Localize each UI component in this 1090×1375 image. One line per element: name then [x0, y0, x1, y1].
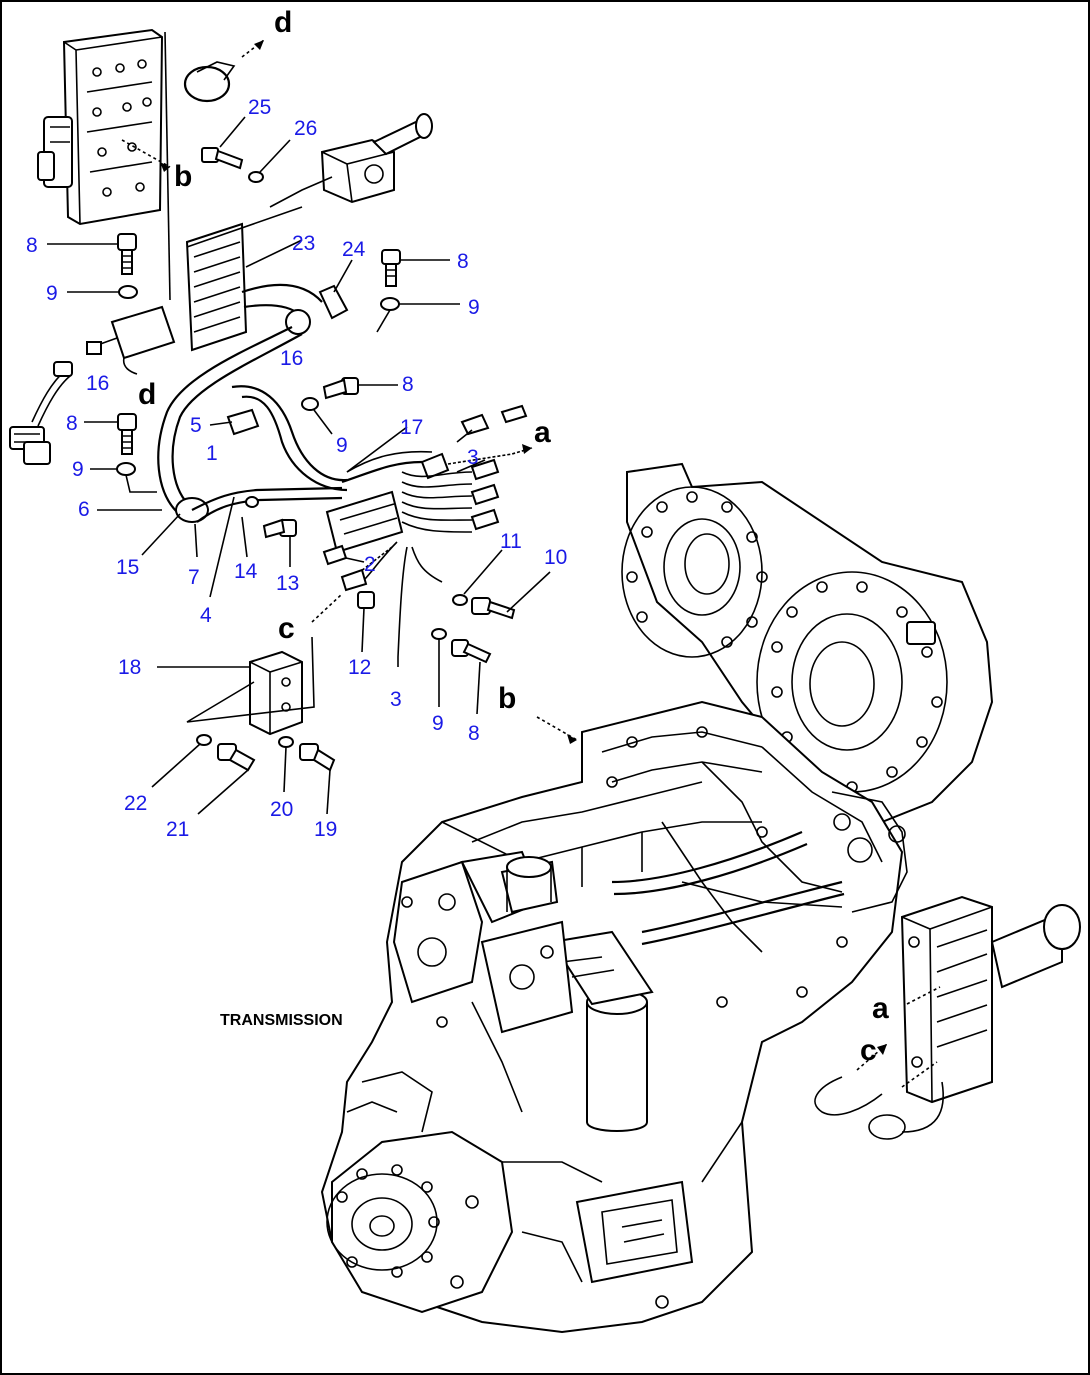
- callout-19: 19: [314, 818, 337, 841]
- callout-5: 5: [190, 414, 202, 437]
- clamp: [183, 39, 265, 103]
- washer: [90, 462, 157, 493]
- callout-3: 3: [467, 446, 479, 469]
- callout-18: 18: [118, 656, 141, 679]
- reference-letters: d b d a c b a c: [138, 6, 889, 1067]
- callout-17: 17: [400, 416, 423, 439]
- leader-line: [194, 523, 198, 558]
- washer: [248, 139, 291, 183]
- callout-15: 15: [116, 556, 139, 579]
- reference-a: a: [872, 992, 889, 1025]
- reference-d: d: [138, 378, 156, 411]
- bolt: [357, 591, 375, 653]
- callout-24: 24: [342, 238, 366, 261]
- washer: [151, 734, 212, 788]
- callout-3: 3: [390, 688, 402, 711]
- callout-7: 7: [188, 566, 200, 589]
- wiring-bundle: [325, 404, 533, 658]
- callout-8: 8: [468, 722, 480, 745]
- callout-25: 25: [248, 96, 271, 119]
- reference-c: c: [278, 612, 295, 645]
- washer: [452, 549, 503, 606]
- callout-8: 8: [402, 373, 414, 396]
- callout-23: 23: [292, 232, 315, 255]
- callout-9: 9: [46, 282, 58, 305]
- fitting-cluster: [86, 305, 176, 375]
- callout-2: 2: [364, 553, 376, 576]
- diagram-caption: TRANSMISSION: [220, 1012, 343, 1029]
- bolt: [381, 249, 450, 287]
- callout-8: 8: [26, 234, 38, 257]
- callout-8: 8: [66, 412, 78, 435]
- plug: [318, 259, 353, 320]
- bolt: [451, 639, 492, 715]
- callout-14: 14: [234, 560, 258, 583]
- callout-22: 22: [124, 792, 147, 815]
- washer: [67, 285, 138, 299]
- callout-8: 8: [457, 250, 469, 273]
- washer: [278, 736, 294, 793]
- wiring-harness: [185, 206, 323, 352]
- callout-9: 9: [72, 458, 84, 481]
- callout-26: 26: [294, 117, 317, 140]
- reference-arrow: [311, 593, 343, 623]
- callout-21: 21: [166, 818, 189, 841]
- callout-16: 16: [280, 347, 303, 370]
- sensor-lead: [9, 361, 73, 465]
- callout-9: 9: [432, 712, 444, 735]
- reference-arrow: [121, 139, 171, 172]
- reference-b: b: [174, 160, 192, 193]
- bolt: [471, 571, 551, 620]
- callout-16: 16: [86, 372, 109, 395]
- reference-arrow: [536, 716, 578, 744]
- callout-9: 9: [336, 434, 348, 457]
- control-valve: [37, 28, 164, 226]
- bolt: [197, 743, 256, 815]
- leader-line: [141, 513, 181, 556]
- leader-line: [209, 496, 235, 598]
- washer: [245, 496, 259, 508]
- hose-clamp: [209, 408, 260, 436]
- reference-c: c: [860, 1034, 877, 1067]
- callout-labels: 25 26 8 9 23 24 8 9 16 16 8 8 5 9 17 1 3…: [26, 96, 567, 841]
- leader-line: [241, 516, 248, 558]
- callout-10: 10: [544, 546, 567, 569]
- callout-6: 6: [78, 498, 90, 521]
- callout-13: 13: [276, 572, 299, 595]
- callout-11: 11: [500, 530, 522, 553]
- washer: [301, 397, 333, 435]
- reference-a: a: [534, 416, 551, 449]
- pressure-sensor: [269, 113, 433, 208]
- control-valve: [814, 895, 1081, 1140]
- washer: [376, 297, 460, 333]
- callout-20: 20: [270, 798, 293, 821]
- bracket: [157, 636, 315, 736]
- callout-4: 4: [200, 604, 212, 627]
- clip: [322, 544, 365, 566]
- callout-12: 12: [348, 656, 371, 679]
- bolt: [322, 377, 398, 400]
- callout-9: 9: [468, 296, 480, 319]
- reference-d: d: [274, 6, 292, 39]
- bolt: [201, 116, 246, 170]
- bolt: [299, 743, 336, 815]
- washer: [431, 628, 447, 707]
- transmission-housing: [320, 462, 994, 1334]
- bolt: [262, 518, 297, 567]
- reference-b: b: [498, 682, 516, 715]
- leader-line: [456, 459, 486, 473]
- callout-1: 1: [206, 442, 218, 465]
- hydraulic-tube: [157, 326, 348, 523]
- bolt: [84, 413, 137, 455]
- bolt: [47, 233, 137, 275]
